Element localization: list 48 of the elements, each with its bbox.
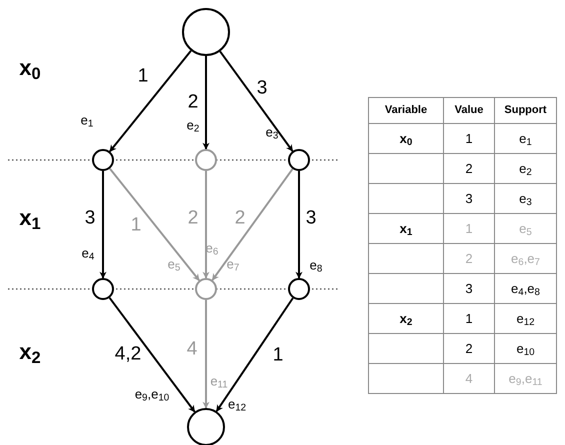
table-cell-text: e$_{3}$ xyxy=(519,190,532,208)
table-cell-text: e$_{12}$ xyxy=(516,310,535,328)
table-cell-text: x$_{1}$ xyxy=(400,220,412,238)
arrow xyxy=(216,298,294,412)
column-header: Variable xyxy=(384,103,428,118)
table-cell-text: e$_{9}$,e$_{11}$ xyxy=(508,370,542,388)
arrow xyxy=(202,300,210,409)
edge-name: e$_{9}$,e$_{10}$ xyxy=(134,388,170,400)
edge-name: e$_{2}$ xyxy=(186,118,200,132)
edge-name: e$_{1}$ xyxy=(80,114,94,126)
arrow xyxy=(109,168,200,282)
arrow xyxy=(108,297,196,412)
table-cell-text: 4 xyxy=(465,370,473,388)
edge-name: e$_{7}$ xyxy=(226,258,240,270)
column-header: Value xyxy=(454,103,484,118)
edge-name: e$_{5}$ xyxy=(168,258,180,270)
table-cell-text: e$_{5}$ xyxy=(519,220,532,238)
table-cell-text: 2 xyxy=(465,340,473,358)
table-cell-text: e$_{6}$,e$_{7}$ xyxy=(511,250,540,268)
edge-name: e$_{4}$ xyxy=(82,246,94,260)
arrow xyxy=(109,50,192,152)
edge-name: e$_{8}$ xyxy=(310,258,322,272)
table-cell-text: 2 xyxy=(465,160,473,178)
variable-label: x$_{1}$ xyxy=(19,207,41,229)
variable-label: x$_{0}$ xyxy=(19,57,41,79)
table-cell-text: 3 xyxy=(465,190,473,208)
table-cell-text: 1 xyxy=(465,220,473,238)
arrow xyxy=(100,171,106,279)
arrow xyxy=(219,50,294,152)
column-header: Support xyxy=(504,103,547,118)
table-cell-text: e$_{4}$,e$_{8}$ xyxy=(511,280,540,298)
edge-name: e$_{11}$ xyxy=(210,374,228,388)
table-cell-text: e$_{10}$ xyxy=(516,340,535,358)
edge-name: e$_{3}$ xyxy=(266,126,278,138)
arrow xyxy=(202,171,210,279)
edge-name: e$_{12}$ xyxy=(228,398,246,410)
edge-label: 4,2 xyxy=(114,344,142,364)
table-cell-text: e$_{2}$ xyxy=(519,160,532,178)
table-cell-text: 2 xyxy=(465,250,473,268)
table-cell-text: 3 xyxy=(465,280,473,298)
variable-label: x$_{2}$ xyxy=(19,341,41,363)
table-cell-text: 1 xyxy=(465,130,473,148)
arrow xyxy=(202,56,210,150)
table-cell-text: x$_{2}$ xyxy=(400,310,412,328)
table-cell-text: e$_{1}$ xyxy=(519,130,532,148)
table-cell-text: 1 xyxy=(465,310,473,328)
table-cell-text: x$_{0}$ xyxy=(400,130,412,148)
arrow xyxy=(296,171,302,279)
